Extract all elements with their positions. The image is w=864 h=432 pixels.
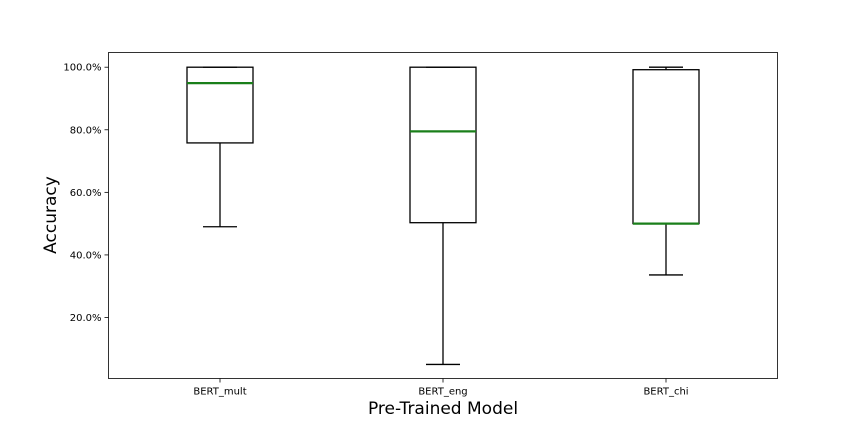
x-tick-label: BERT_chi <box>643 387 688 398</box>
iqr-box <box>186 66 254 144</box>
y-tick-label: 40.0% <box>70 250 102 261</box>
x-axis: BERT_mult BERT_eng BERT_chi <box>193 378 689 398</box>
box-BERT_mult <box>186 66 254 228</box>
iqr-box <box>409 66 477 224</box>
box-series <box>186 66 700 366</box>
x-tick-label: BERT_eng <box>418 387 467 398</box>
y-axis: 20.0% 40.0% 60.0% 80.0% 100.0% <box>63 63 109 324</box>
y-tick-label: 60.0% <box>70 188 102 199</box>
x-tick-label: BERT_mult <box>193 387 246 398</box>
box-BERT_chi <box>632 66 700 276</box>
y-tick-label: 20.0% <box>70 313 102 324</box>
box-BERT_eng <box>409 66 477 366</box>
y-tick-label: 80.0% <box>70 125 102 136</box>
x-axis-title: Pre-Trained Model <box>368 399 518 419</box>
y-tick-label: 100.0% <box>63 63 101 74</box>
iqr-box <box>632 69 700 225</box>
y-axis-title: Accuracy <box>41 176 61 254</box>
